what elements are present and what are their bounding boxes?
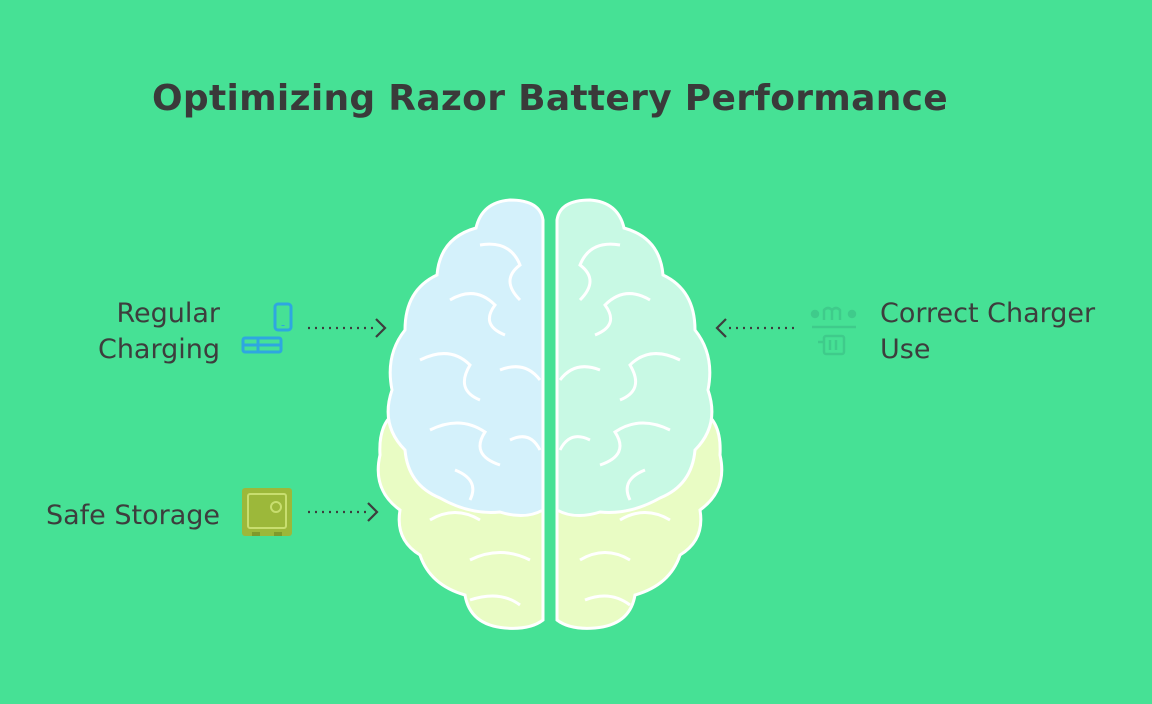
- label-regular-charging: Regular Charging: [60, 296, 220, 368]
- label-correct-charger: Correct Charger Use: [880, 296, 1140, 368]
- label-line: Charging: [97, 334, 220, 365]
- label-safe-storage: Safe Storage: [20, 498, 220, 534]
- charging-phone-icon: [241, 302, 293, 354]
- label-line: Use: [880, 334, 931, 365]
- arrow-regular-charging: [308, 318, 387, 338]
- safe-icon: [242, 488, 292, 536]
- brain-right-hemisphere: [555, 198, 714, 517]
- diagram-title: Optimizing Razor Battery Performance: [152, 78, 948, 119]
- brain-left-hemisphere: [386, 198, 545, 517]
- arrow-safe-storage: [308, 502, 379, 522]
- arrow-correct-charger: [715, 318, 794, 338]
- label-line: Safe Storage: [45, 500, 220, 531]
- label-line: Regular: [116, 298, 220, 329]
- charger-icon: [810, 306, 857, 356]
- label-line: Correct Charger: [880, 298, 1096, 329]
